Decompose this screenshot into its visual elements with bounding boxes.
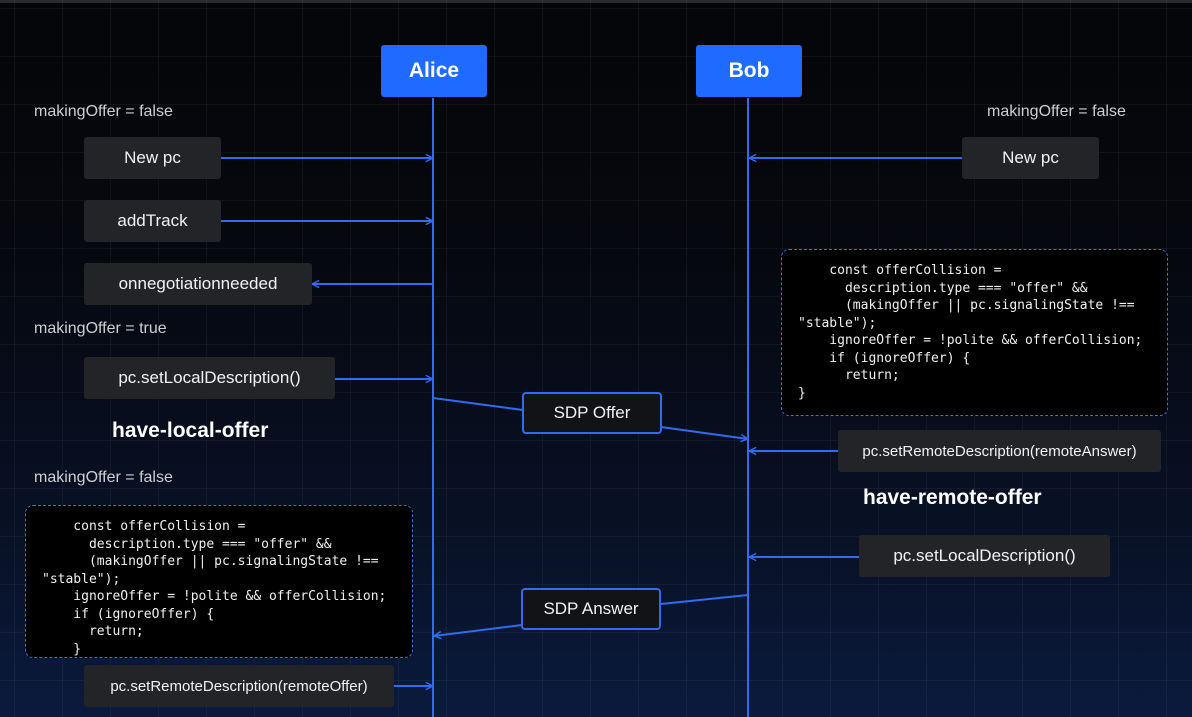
step-bob-set-local-description: pc.setLocalDescription(): [859, 535, 1110, 577]
code-block-alice: const offerCollision = description.type …: [25, 505, 413, 658]
step-alice-add-track: addTrack: [84, 200, 221, 242]
message-sdp-answer: SDP Answer: [521, 588, 661, 630]
step-bob-set-remote-description: pc.setRemoteDescription(remoteAnswer): [838, 430, 1161, 472]
actor-alice: Alice: [381, 45, 487, 97]
step-alice-onnegotiationneeded: onnegotiationneeded: [84, 263, 312, 305]
code-block-bob: const offerCollision = description.type …: [781, 249, 1168, 416]
note-alice-making-offer-false-2: makingOffer = false: [34, 469, 173, 486]
sdp-answer-line-a: [660, 594, 749, 605]
actor-bob: Bob: [696, 45, 802, 97]
sdp-answer-line-b: [434, 624, 523, 636]
note-alice-making-offer-false: makingOffer = false: [34, 103, 173, 120]
state-bob-have-remote-offer: have-remote-offer: [863, 486, 1042, 509]
note-bob-making-offer-false: makingOffer = false: [987, 103, 1126, 120]
sdp-offer-line-a: [432, 397, 524, 411]
note-alice-making-offer-true: makingOffer = true: [34, 320, 167, 337]
message-sdp-offer: SDP Offer: [522, 392, 662, 434]
step-alice-new-pc: New pc: [84, 137, 221, 179]
state-alice-have-local-offer: have-local-offer: [112, 419, 269, 442]
top-border: [0, 0, 1192, 3]
step-bob-new-pc: New pc: [962, 137, 1099, 179]
step-alice-set-remote-description: pc.setRemoteDescription(remoteOffer): [84, 665, 394, 707]
sdp-offer-line-b: [660, 426, 748, 439]
step-alice-set-local-description: pc.setLocalDescription(): [84, 357, 335, 399]
